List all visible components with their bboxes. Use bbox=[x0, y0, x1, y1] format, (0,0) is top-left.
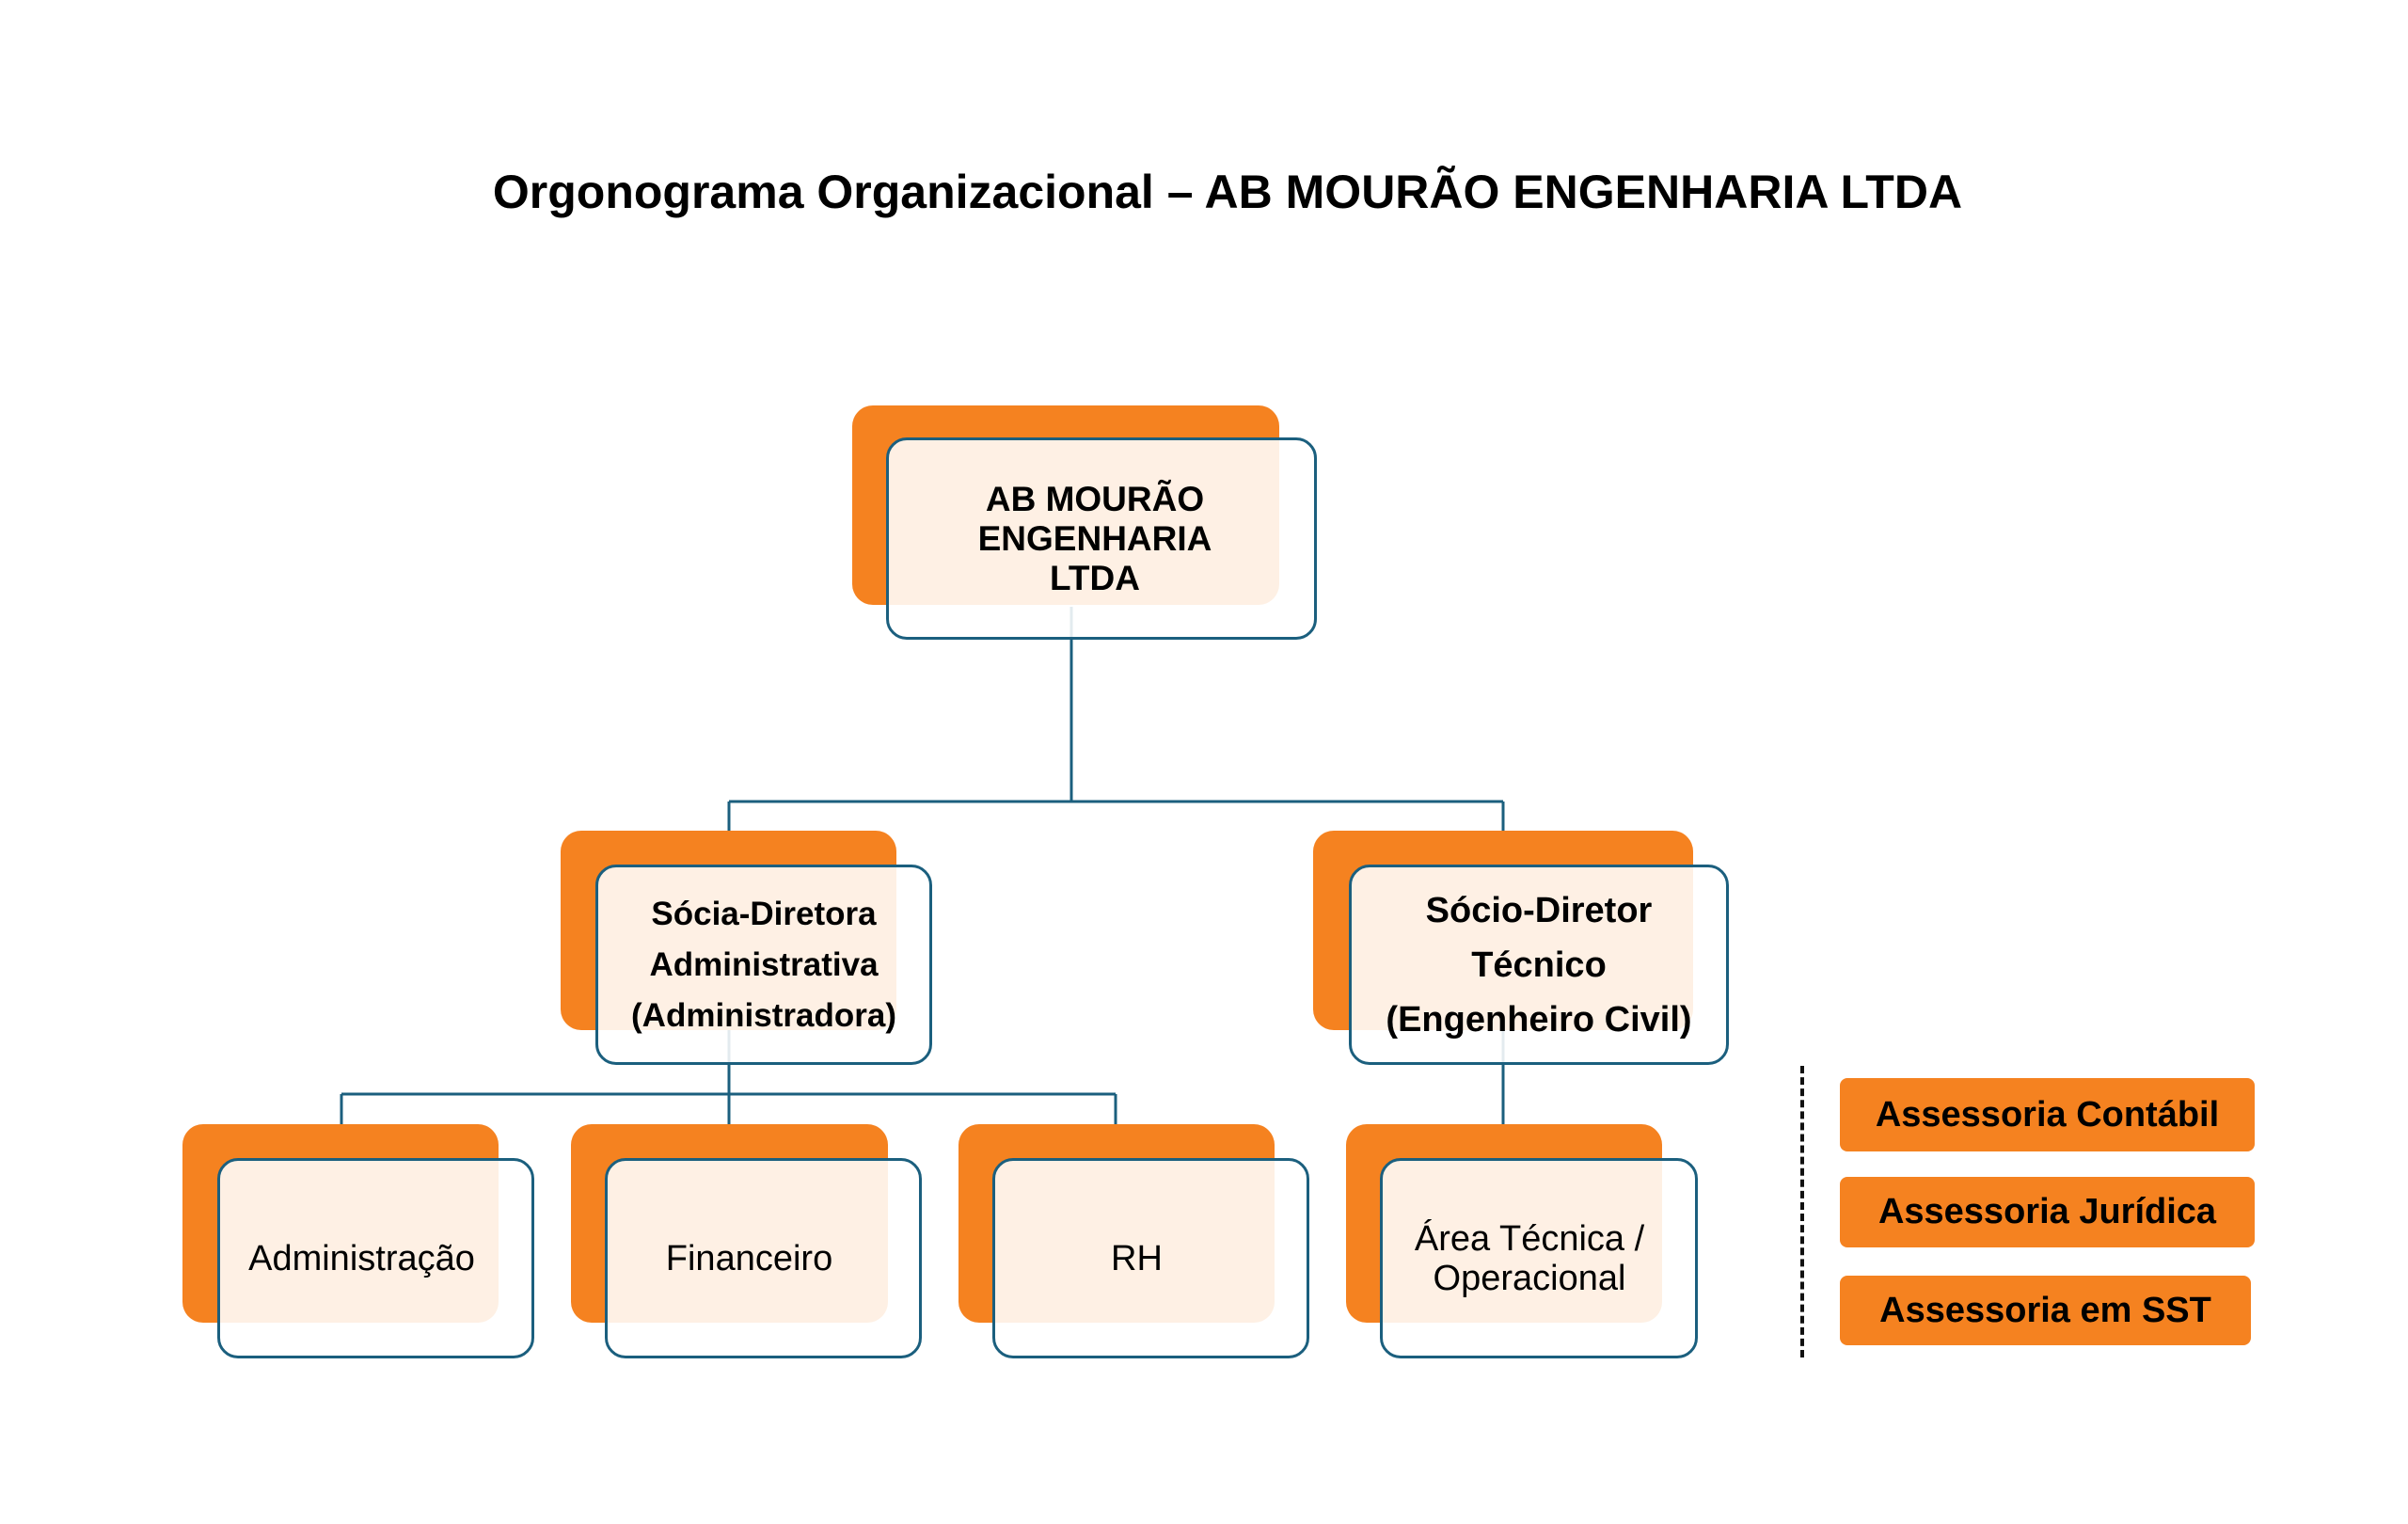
department-node: Financeiro bbox=[605, 1158, 922, 1358]
department-label: Financeiro bbox=[665, 1238, 833, 1278]
department-label: RH bbox=[1111, 1238, 1163, 1278]
page-title: Orgonograma Organizacional – AB MOURÃO E… bbox=[492, 166, 1963, 218]
director-tech-node: Sócio-Diretor Técnico (Engenheiro Civil) bbox=[1349, 865, 1729, 1065]
department-node: Administração bbox=[217, 1158, 534, 1358]
connector-root bbox=[727, 607, 1505, 831]
advisory-divider bbox=[1800, 1066, 1804, 1357]
department-label: Administração bbox=[248, 1238, 475, 1278]
advisory-legal: Assessoria Jurídica bbox=[1840, 1177, 2255, 1247]
root-label: AB MOURÃO ENGENHARIA LTDA bbox=[977, 479, 1212, 597]
advisory-accounting: Assessoria Contábil bbox=[1840, 1078, 2255, 1151]
root-node: AB MOURÃO ENGENHARIA LTDA bbox=[886, 437, 1317, 640]
department-label: Área Técnica / Operacional bbox=[1414, 1218, 1645, 1298]
director-admin-node: Sócia-Diretora Administrativa (Administr… bbox=[595, 865, 932, 1065]
director-admin-label: Sócia-Diretora Administrativa (Administr… bbox=[631, 895, 896, 1034]
director-tech-label: Sócio-Diretor Técnico (Engenheiro Civil) bbox=[1386, 890, 1692, 1040]
department-node: RH bbox=[992, 1158, 1309, 1358]
advisory-sst: Assessoria em SST bbox=[1840, 1276, 2251, 1345]
department-node: Área Técnica / Operacional bbox=[1380, 1158, 1698, 1358]
